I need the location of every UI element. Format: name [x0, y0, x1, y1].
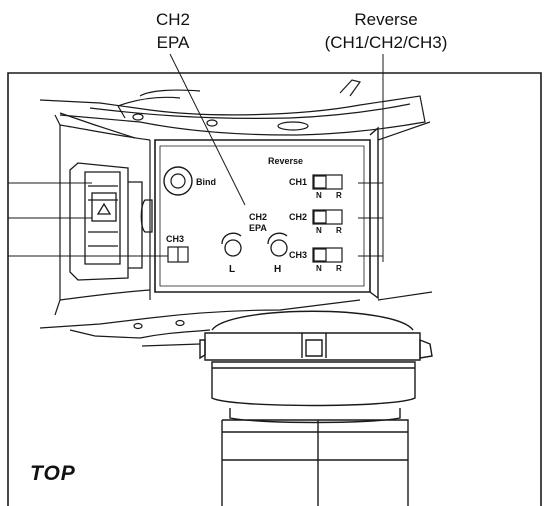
ch3-r-label: R [336, 264, 342, 273]
trim-switch-button [91, 192, 117, 222]
lower-housing [39, 299, 361, 347]
control-panel [154, 126, 379, 300]
ch2-epa-leader [169, 53, 246, 206]
epa-dial-low-label: L [229, 264, 235, 275]
epa-label-line2: EPA [249, 223, 267, 233]
left-housing [54, 114, 151, 316]
ch3-reverse-label: CH3 [289, 250, 307, 260]
epa-dial-low [221, 232, 242, 257]
upper-housing [39, 79, 426, 139]
top-orientation-mark: TOP [30, 462, 76, 485]
ch1-n-label: N [316, 191, 322, 200]
epa-label-line1: CH2 [249, 212, 267, 222]
leader-lines [8, 53, 384, 262]
ch1-reverse-label: CH1 [289, 177, 307, 187]
epa-dial-high-label: H [274, 264, 281, 275]
epa-dial-high [267, 232, 288, 257]
ch2-n-label: N [316, 226, 322, 235]
bind-button [163, 166, 193, 196]
ch3-switch-label: CH3 [166, 234, 184, 244]
trim-up-arrow-icon [96, 202, 112, 215]
callout-ch2-epa-line2: EPA [157, 33, 190, 52]
outer-frame [7, 72, 542, 506]
bind-label: Bind [196, 177, 216, 187]
ch2-reverse-switch [312, 209, 343, 225]
ch3-reverse-switch [312, 247, 343, 263]
reverse-heading: Reverse [268, 156, 303, 166]
wheel-assembly [199, 310, 433, 506]
ch2-reverse-label: CH2 [289, 212, 307, 222]
right-housing [377, 121, 433, 301]
ch1-r-label: R [336, 191, 342, 200]
ch3-switch [167, 246, 189, 263]
callout-reverse-line1: Reverse [354, 10, 417, 29]
ch1-reverse-switch [312, 174, 343, 190]
callout-ch2-epa-line1: CH2 [156, 10, 190, 29]
trim-switch-assembly [69, 162, 153, 281]
callout-reverse-line2: (CH1/CH2/CH3) [325, 33, 448, 52]
ch3-n-label: N [316, 264, 322, 273]
ch2-r-label: R [336, 226, 342, 235]
